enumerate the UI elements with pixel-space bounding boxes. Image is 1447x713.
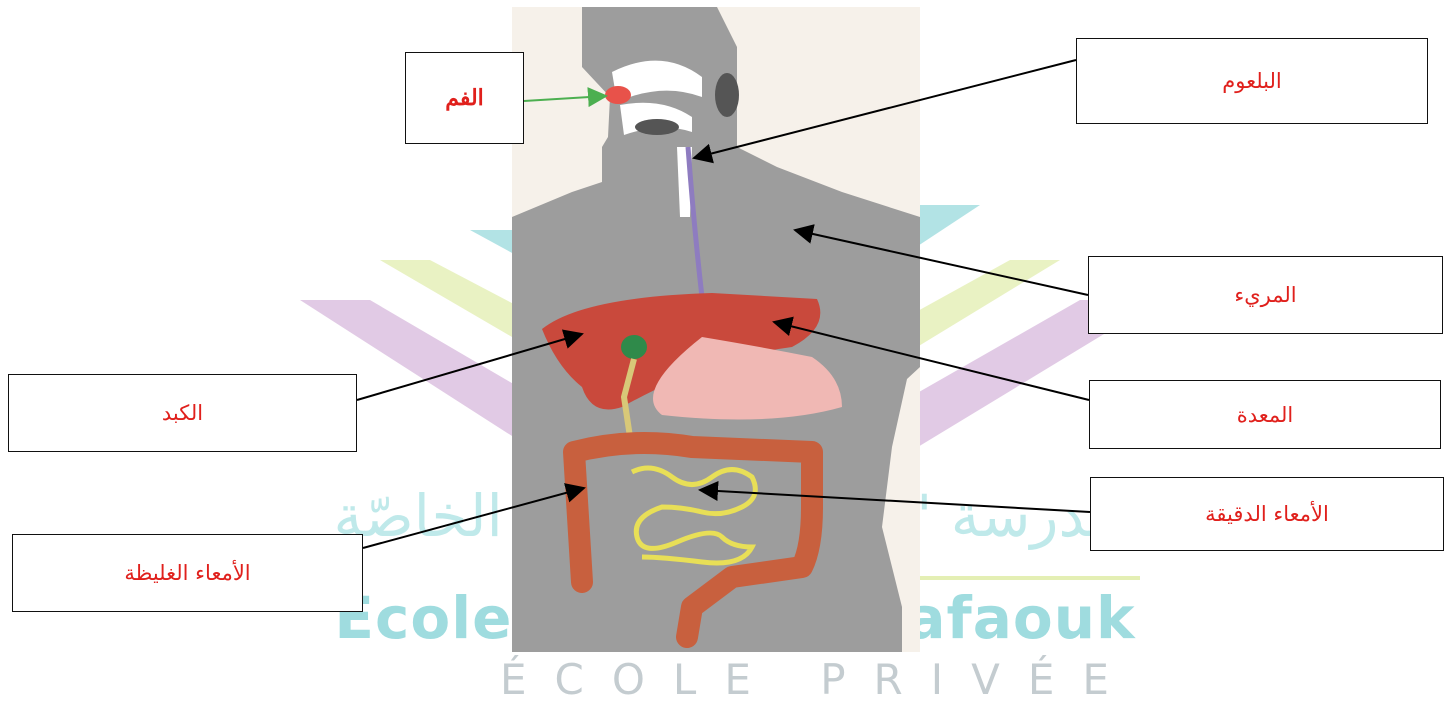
watermark-subtitle: ÉCOLE PRIVÉE <box>500 655 1030 704</box>
digestive-system-figure <box>512 7 920 652</box>
label-box-mouth: الفم <box>405 52 524 144</box>
label-pharynx: البلعوم <box>1222 69 1282 93</box>
label-mouth: الفم <box>445 85 484 111</box>
label-box-pharynx: البلعوم <box>1076 38 1428 124</box>
label-box-liver: الكبد <box>8 374 357 452</box>
label-box-stomach: المعدة <box>1089 380 1441 449</box>
label-stomach: المعدة <box>1237 403 1294 427</box>
label-large-intestine: الأمعاء الغليظة <box>124 561 250 585</box>
label-small-intestine: الأمعاء الدقيقة <box>1205 502 1329 526</box>
label-esophagus: المريء <box>1234 283 1296 307</box>
label-box-large-intestine: الأمعاء الغليظة <box>12 534 363 612</box>
gallbladder <box>621 335 647 359</box>
label-box-esophagus: المريء <box>1088 256 1443 334</box>
label-box-small-intestine: الأمعاء الدقيقة <box>1090 477 1444 551</box>
tongue <box>635 119 679 135</box>
mouth-highlight <box>605 86 631 104</box>
ear <box>715 73 739 117</box>
label-liver: الكبد <box>162 401 203 425</box>
